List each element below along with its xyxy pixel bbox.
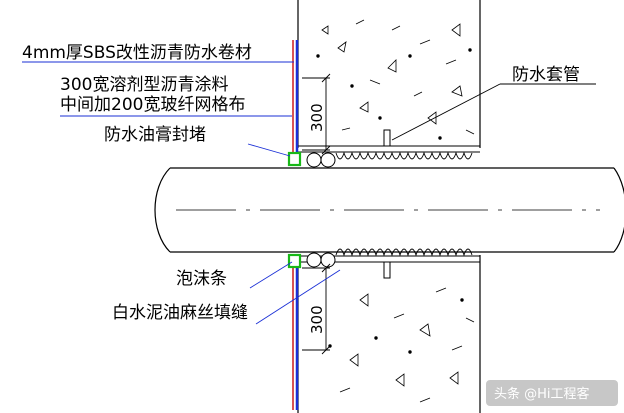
oakum-filler	[335, 151, 473, 257]
membrane-layers	[292, 40, 299, 410]
label-sealant: 防水油膏封堵	[104, 124, 206, 145]
dimension-lower-label: 300	[308, 305, 326, 334]
pipe	[154, 167, 624, 253]
sealant-upper	[287, 151, 302, 167]
label-coating-line-2: 中间加200宽玻纤网格布	[60, 95, 245, 115]
watermark-text: 头条 @Hi工程客	[494, 386, 590, 402]
sealant	[287, 151, 302, 269]
label-filler: 白水泥油麻丝填缝	[112, 303, 248, 323]
watermark: 头条 @Hi工程客	[486, 380, 618, 406]
dimension-lower	[302, 263, 331, 355]
label-coating-line-1: 300宽溶剂型沥青涂料	[60, 75, 228, 95]
label-sbs-membrane: 4mm厚SBS改性沥青防水卷材	[22, 43, 252, 63]
sleeve-leader	[391, 83, 596, 141]
lower-wall-hatch	[328, 287, 475, 403]
upper-wall-hatch	[316, 19, 475, 140]
label-sleeve: 防水套管	[512, 65, 580, 85]
leader-lines	[22, 61, 341, 325]
sealant-lower	[287, 253, 302, 269]
dimension-upper	[302, 73, 331, 155]
label-foam-strip: 泡沫条	[176, 269, 227, 289]
foam-strip	[306, 152, 336, 268]
dimension-upper-label: 300	[308, 103, 326, 132]
